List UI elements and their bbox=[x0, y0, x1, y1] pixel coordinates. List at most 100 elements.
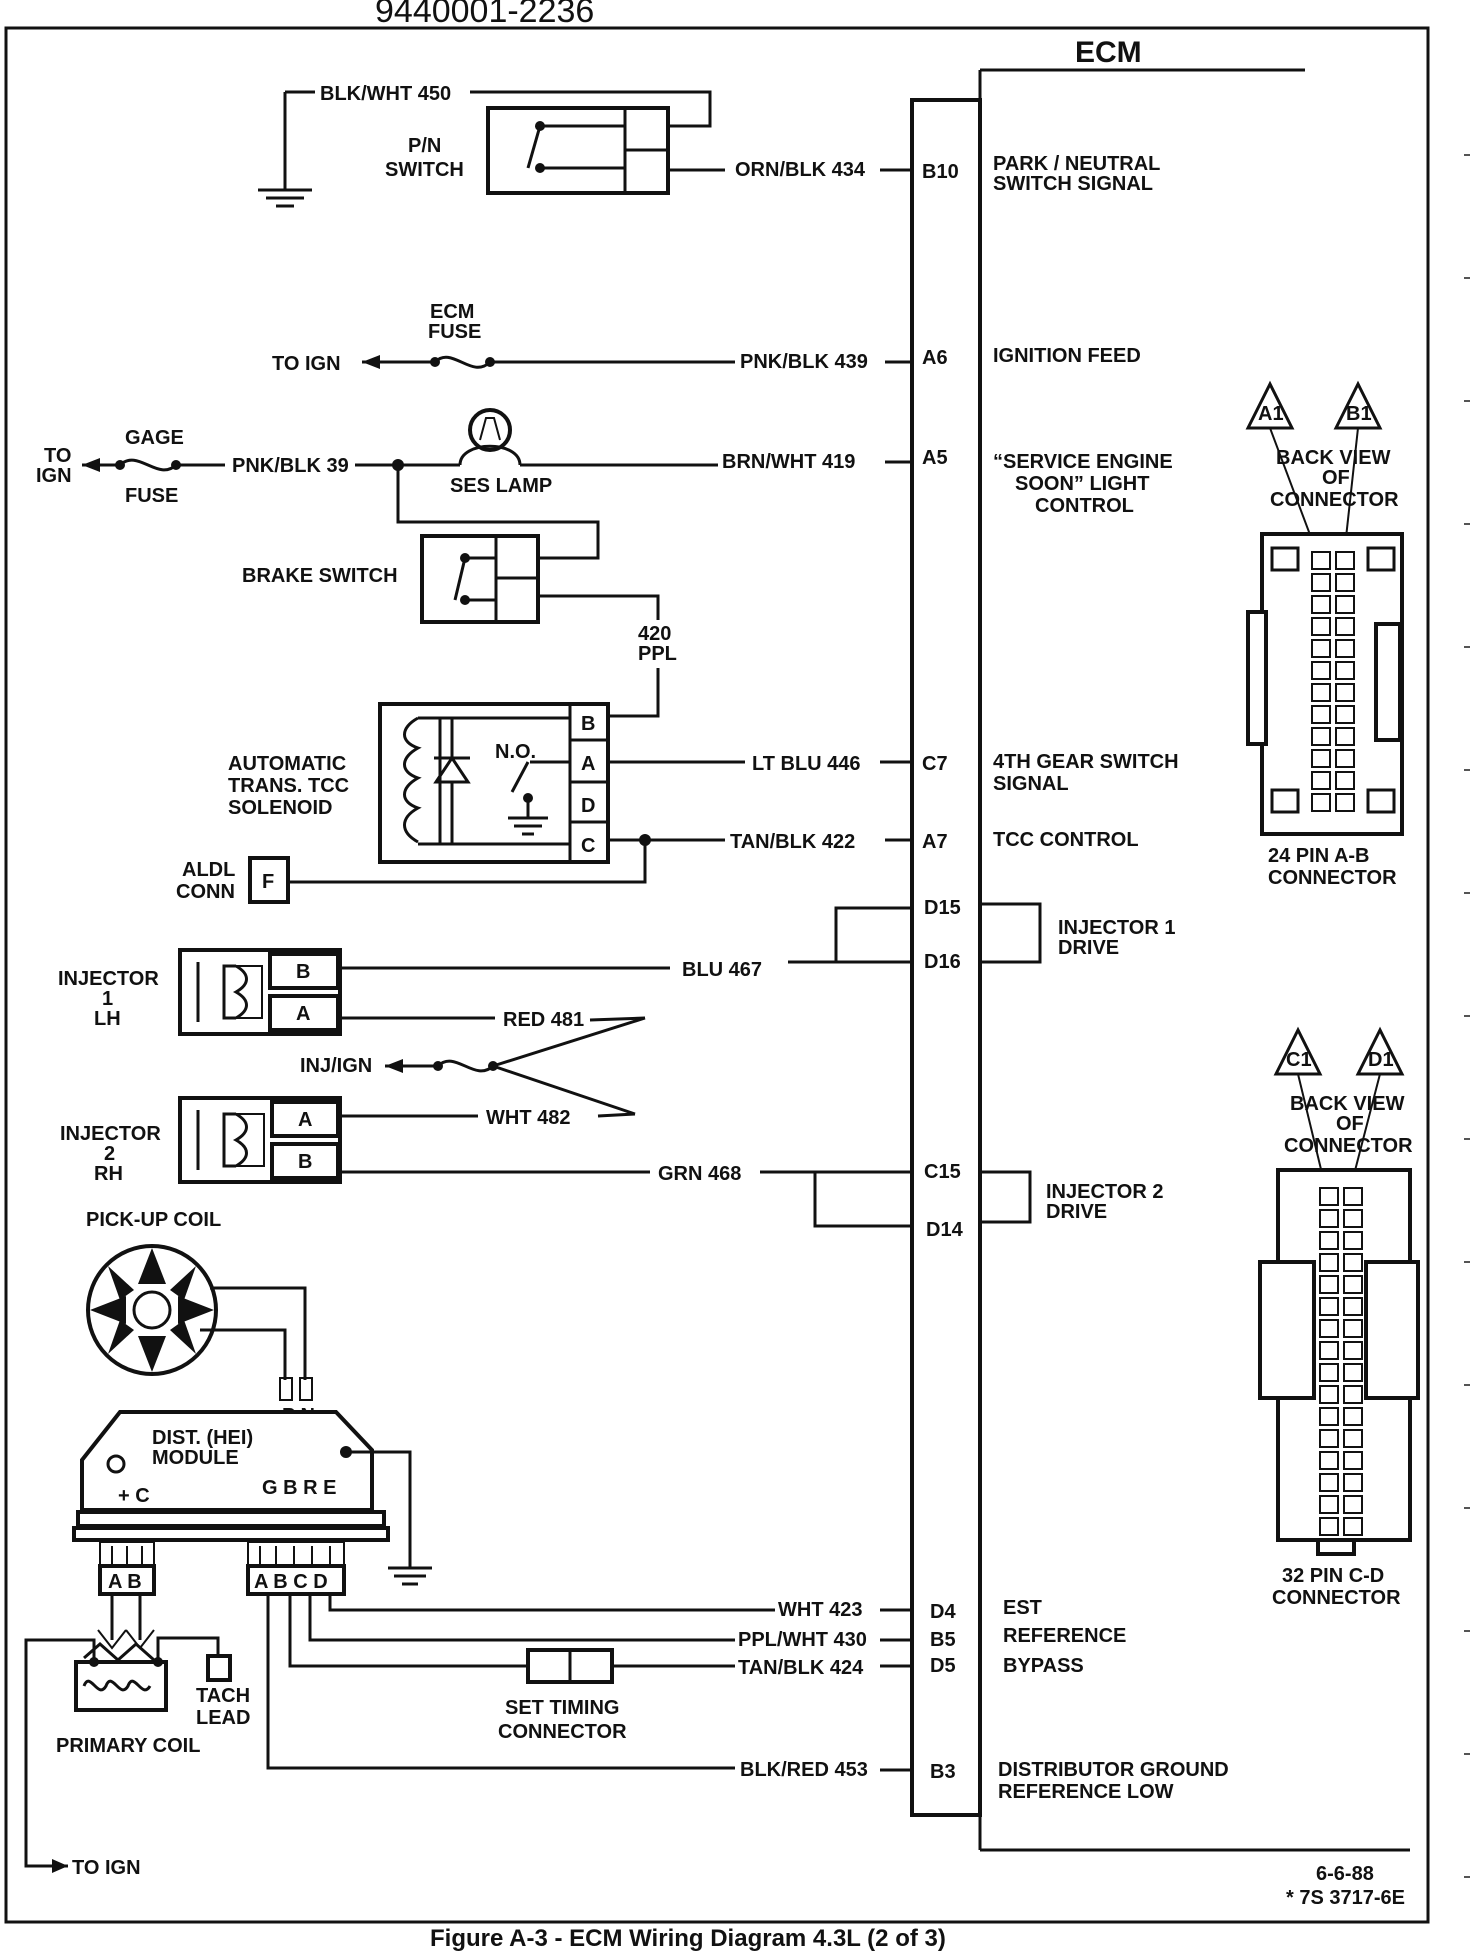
connector-pin-cell bbox=[1311, 771, 1331, 790]
ignition-feed-circuit: ECM FUSE TO IGN PNK/BLK 439 A6 IGNITION … bbox=[272, 301, 1141, 375]
wire-ppl: PPL bbox=[638, 643, 677, 665]
connector-pin-cell bbox=[1335, 661, 1355, 680]
inj2-label-3: RH bbox=[94, 1163, 123, 1185]
connector-pin-cell bbox=[1319, 1319, 1339, 1338]
connector-pin-cell bbox=[1343, 1231, 1363, 1250]
connector-pin-cell bbox=[1311, 639, 1331, 658]
desc-4th-gear: 4TH GEAR SWITCH bbox=[993, 751, 1179, 773]
connector-pin-cell bbox=[1319, 1385, 1339, 1404]
ses-lamp-circuit: TO IGN GAGE FUSE PNK/BLK 39 SES LAMP BRN… bbox=[36, 408, 1173, 517]
conn24-pin-grid bbox=[1311, 551, 1355, 812]
ecm-fuse-label-2: FUSE bbox=[428, 321, 481, 343]
connector-pin-cell bbox=[1311, 683, 1331, 702]
hei-gbre: G B R E bbox=[262, 1477, 336, 1499]
connector-pin-cell bbox=[1311, 661, 1331, 680]
pin-d5: D5 bbox=[930, 1655, 956, 1677]
conn24-view-3: CONNECTOR bbox=[1270, 489, 1399, 511]
pn-switch-circuit: BLK/WHT 450 P/N SWITCH ORN/BLK 434 B10 P… bbox=[258, 83, 1160, 208]
wire-wht-482: WHT 482 bbox=[486, 1107, 570, 1129]
hei-module-label-1: DIST. (HEI) bbox=[152, 1427, 253, 1449]
to-ign-bottom: TO IGN bbox=[72, 1857, 141, 1879]
wire-blk-red-453: BLK/RED 453 bbox=[740, 1759, 868, 1781]
hei-ab-label: A B bbox=[108, 1571, 142, 1593]
connector-pin-cell bbox=[1311, 617, 1331, 636]
tri-a1: A1 bbox=[1258, 403, 1284, 425]
desc-bypass: BYPASS bbox=[1003, 1655, 1084, 1677]
inj2-label-2: 2 bbox=[104, 1143, 115, 1165]
connector-pin-cell bbox=[1319, 1209, 1339, 1228]
connector-pin-cell bbox=[1311, 749, 1331, 768]
connector-pin-cell bbox=[1343, 1495, 1363, 1514]
connector-pin-cell bbox=[1335, 727, 1355, 746]
connector-pin-cell bbox=[1343, 1341, 1363, 1360]
date-code: 6-6-88 bbox=[1316, 1863, 1374, 1885]
connector-pin-cell bbox=[1343, 1451, 1363, 1470]
pin-c15: C15 bbox=[924, 1161, 961, 1183]
connector-pin-cell bbox=[1343, 1187, 1363, 1206]
connector-pin-cell bbox=[1335, 595, 1355, 614]
pin-b3: B3 bbox=[930, 1761, 956, 1783]
tcc-pin-b: B bbox=[581, 713, 595, 735]
connector-pin-cell bbox=[1335, 639, 1355, 658]
connector-pin-cell bbox=[1335, 551, 1355, 570]
connector-pin-cell bbox=[1343, 1363, 1363, 1382]
tcc-pin-a: A bbox=[581, 753, 595, 775]
connector-pin-cell bbox=[1311, 705, 1331, 724]
connector-pin-cell bbox=[1343, 1209, 1363, 1228]
gage-fuse-label-1: GAGE bbox=[125, 427, 184, 449]
connector-pin-cell bbox=[1343, 1275, 1363, 1294]
tri-c1: C1 bbox=[1286, 1049, 1312, 1071]
connector-pin-cell bbox=[1319, 1407, 1339, 1426]
pickup-coil: PICK-UP COIL P N bbox=[86, 1209, 315, 1427]
wire-orn-blk-434: ORN/BLK 434 bbox=[735, 159, 866, 181]
set-timing-label-1: SET TIMING bbox=[505, 1697, 619, 1719]
connector-pin-cell bbox=[1311, 727, 1331, 746]
wire-420: 420 bbox=[638, 623, 671, 645]
connector-pin-cell bbox=[1311, 551, 1331, 570]
inj1-pin-b: B bbox=[296, 961, 310, 983]
connector-pin-cell bbox=[1335, 771, 1355, 790]
aldl-pin-f: F bbox=[262, 871, 274, 893]
desc-service-engine: “SERVICE ENGINE bbox=[993, 451, 1173, 473]
connector-pin-cell bbox=[1319, 1473, 1339, 1492]
aldl-label-2: CONN bbox=[176, 881, 235, 903]
inj1-label-3: LH bbox=[94, 1008, 121, 1030]
desc-reference-low: REFERENCE LOW bbox=[998, 1781, 1174, 1803]
hei-abcd-label: A B C D bbox=[254, 1571, 328, 1593]
desc-soon-light: SOON” LIGHT bbox=[1015, 473, 1149, 495]
hei-module: DIST. (HEI) MODULE + C G B R E A B A B C… bbox=[72, 1410, 432, 1596]
connector-pin-cell bbox=[1319, 1429, 1339, 1448]
wire-tan-blk-422: TAN/BLK 422 bbox=[730, 831, 855, 853]
hei-plus-c: + C bbox=[118, 1485, 150, 1507]
inj2-pin-b: B bbox=[298, 1151, 312, 1173]
ecm-title: ECM bbox=[1075, 36, 1142, 69]
pin-a7: A7 bbox=[922, 831, 948, 853]
wire-blk-wht-450: BLK/WHT 450 bbox=[320, 83, 451, 105]
connector-pin-cell bbox=[1311, 793, 1331, 812]
pin-a5: A5 bbox=[922, 447, 948, 469]
desc-signal: SIGNAL bbox=[993, 773, 1069, 795]
tcc-pin-c: C bbox=[581, 835, 595, 857]
inj-ign-feed: INJ/IGN bbox=[300, 1016, 646, 1116]
to-ign-left-1: TO bbox=[44, 445, 71, 467]
connector-pin-cell bbox=[1319, 1231, 1339, 1250]
connector-pin-cell bbox=[1319, 1187, 1339, 1206]
desc-drive-1: DRIVE bbox=[1058, 937, 1119, 959]
gage-fuse-label-2: FUSE bbox=[125, 485, 178, 507]
connector-pin-cell bbox=[1343, 1473, 1363, 1492]
conn24-label-1: 24 PIN A-B bbox=[1268, 845, 1370, 867]
tcc-pin-d: D bbox=[581, 795, 595, 817]
connector-pin-cell bbox=[1335, 617, 1355, 636]
wire-blu-467: BLU 467 bbox=[682, 959, 762, 981]
wire-pnk-blk-439: PNK/BLK 439 bbox=[740, 351, 868, 373]
connector-pin-cell bbox=[1343, 1517, 1363, 1536]
tcc-coil-icon bbox=[403, 716, 422, 844]
inj-ign-label: INJ/IGN bbox=[300, 1055, 372, 1077]
outer-frame bbox=[4, 26, 1430, 1924]
inj1-label-1: INJECTOR bbox=[58, 968, 159, 990]
pin-c7: C7 bbox=[922, 753, 948, 775]
ses-lamp-label: SES LAMP bbox=[450, 475, 552, 497]
connector-pin-cell bbox=[1319, 1253, 1339, 1272]
desc-reference: REFERENCE bbox=[1003, 1625, 1126, 1647]
